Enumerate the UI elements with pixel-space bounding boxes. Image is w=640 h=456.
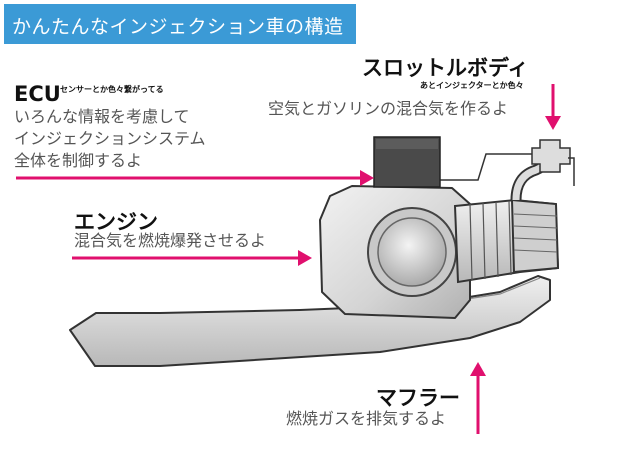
muffler-desc: 燃焼ガスを排気するよ (286, 409, 447, 428)
throttle-sensor-shape (531, 139, 571, 173)
engine-desc: 混合気を燃焼爆発させるよ (74, 231, 267, 250)
page-title: かんたんなインジェクション車の構造 (12, 16, 344, 38)
ecu-desc-line-2: インジェクションシステム (14, 129, 206, 148)
ecu-heading: ECU (14, 82, 61, 106)
throttle-desc: 空気とガソリンの混合気を作るよ (268, 99, 509, 118)
ecu-desc-line-1: いろんな情報を考慮して (14, 107, 190, 126)
muffler-shape (69, 275, 551, 367)
ecu-desc-line-3: 全体を制御するよ (14, 151, 143, 170)
throttle-heading: スロットルボディ (362, 56, 529, 80)
muffler-heading: マフラー (376, 386, 460, 410)
engine-heading: エンジン (74, 210, 158, 234)
ecu-note: センサーとか色々繋がってる (60, 85, 164, 94)
throttle-note: あとインジェクターとか色々 (420, 81, 524, 90)
title-banner (4, 4, 356, 44)
